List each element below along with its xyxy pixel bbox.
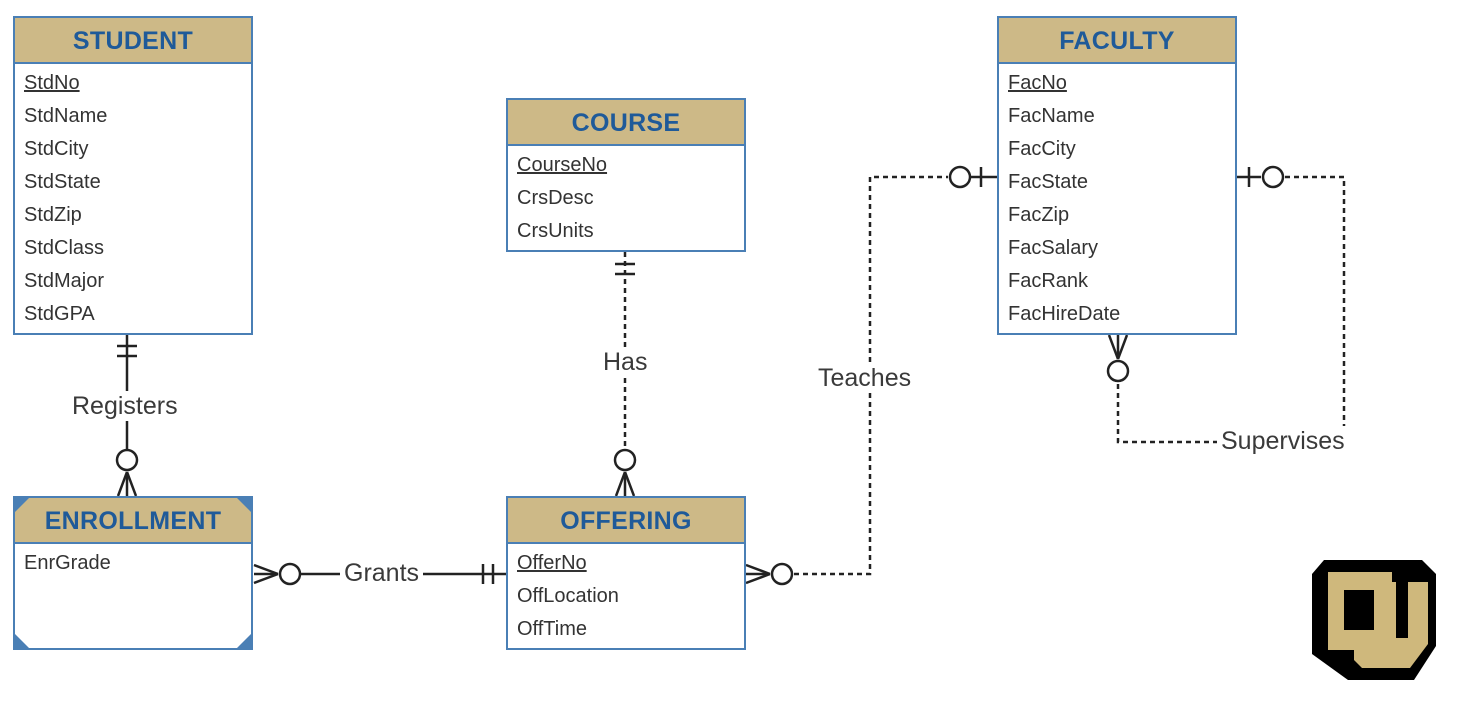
- teaches-crow-bottom: [745, 572, 771, 585]
- attribute-stdno: StdNo: [24, 72, 80, 94]
- weak-corner-top-left: [15, 498, 29, 512]
- entity-course-attributes: CourseNo CrsDesc CrsUnits: [508, 146, 744, 248]
- registers-crow-left: [116, 471, 129, 497]
- entity-course-name: COURSE: [508, 100, 744, 146]
- attribute-stdclass: StdClass: [24, 237, 105, 259]
- relationship-label-supervises: Supervises: [1217, 426, 1349, 456]
- attribute-stdstate: StdState: [24, 171, 101, 193]
- attribute-facrank: FacRank: [1008, 270, 1089, 292]
- weak-corner-top-right: [237, 498, 251, 512]
- attribute-facstate: FacState: [1008, 171, 1089, 193]
- teaches-zero-circle-faculty: [948, 165, 972, 189]
- grants-crow-bottom: [253, 572, 279, 585]
- relationship-label-has: Has: [601, 347, 650, 377]
- supervises-zero-circle-top: [1261, 165, 1285, 189]
- entity-enrollment[interactable]: ENROLLMENT EnrGrade: [13, 496, 253, 650]
- entity-offering-attributes: OfferNo OffLocation OffTime: [508, 544, 744, 646]
- grants-zero-circle: [278, 562, 302, 586]
- attribute-stdcity: StdCity: [24, 138, 89, 160]
- entity-faculty-attributes: FacNo FacName FacCity FacState FacZip Fa…: [999, 64, 1235, 331]
- attribute-stdname: StdName: [24, 105, 108, 127]
- teaches-crow-top: [745, 563, 771, 576]
- relationship-label-teaches: Teaches: [815, 363, 915, 393]
- relationship-label-registers: Registers: [70, 391, 180, 421]
- has-crow-left: [614, 471, 627, 497]
- has-crow-right: [623, 471, 636, 497]
- registers-zero-circle: [115, 448, 139, 472]
- attribute-facno: FacNo: [1008, 72, 1067, 94]
- entity-offering-name: OFFERING: [508, 498, 744, 544]
- has-zero-circle: [613, 448, 637, 472]
- weak-corner-bottom-left: [15, 634, 29, 648]
- attribute-stdgpa: StdGPA: [24, 303, 95, 325]
- attribute-offerno: OfferNo: [517, 552, 587, 574]
- entity-faculty-name: FACULTY: [999, 18, 1235, 64]
- attribute-stdmajor: StdMajor: [24, 270, 105, 292]
- supervises-crow-right: [1116, 334, 1129, 360]
- attribute-offtime: OffTime: [517, 618, 588, 640]
- attribute-faccity: FacCity: [1008, 138, 1076, 160]
- grants-crow-top: [253, 563, 279, 576]
- entity-faculty[interactable]: FACULTY FacNo FacName FacCity FacState F…: [997, 16, 1237, 335]
- attribute-fachiredate: FacHireDate: [1008, 303, 1121, 325]
- attribute-faczip: FacZip: [1008, 204, 1070, 226]
- entity-enrollment-attributes: EnrGrade: [15, 544, 251, 580]
- attribute-crsunits: CrsUnits: [517, 220, 594, 242]
- attribute-crsdesc: CrsDesc: [517, 187, 594, 209]
- entity-student-attributes: StdNo StdName StdCity StdState StdZip St…: [15, 64, 251, 331]
- attribute-stdzip: StdZip: [24, 204, 82, 226]
- attribute-facname: FacName: [1008, 105, 1095, 127]
- supervises-crow-left: [1107, 334, 1120, 360]
- university-logo-icon: [1312, 560, 1436, 680]
- attribute-courseno: CourseNo: [517, 154, 608, 176]
- relationship-label-grants: Grants: [340, 558, 424, 588]
- entity-student[interactable]: STUDENT StdNo StdName StdCity StdState S…: [13, 16, 253, 335]
- attribute-enrgrade: EnrGrade: [24, 552, 111, 574]
- attribute-offlocation: OffLocation: [517, 585, 619, 607]
- attribute-facsalary: FacSalary: [1008, 237, 1099, 259]
- weak-corner-bottom-right: [237, 634, 251, 648]
- registers-crow-right: [125, 471, 138, 497]
- entity-offering[interactable]: OFFERING OfferNo OffLocation OffTime: [506, 496, 746, 650]
- supervises-zero-circle-bottom: [1106, 359, 1130, 383]
- entity-enrollment-name: ENROLLMENT: [15, 498, 251, 544]
- teaches-zero-circle-offering: [770, 562, 794, 586]
- entity-student-name: STUDENT: [15, 18, 251, 64]
- entity-course[interactable]: COURSE CourseNo CrsDesc CrsUnits: [506, 98, 746, 252]
